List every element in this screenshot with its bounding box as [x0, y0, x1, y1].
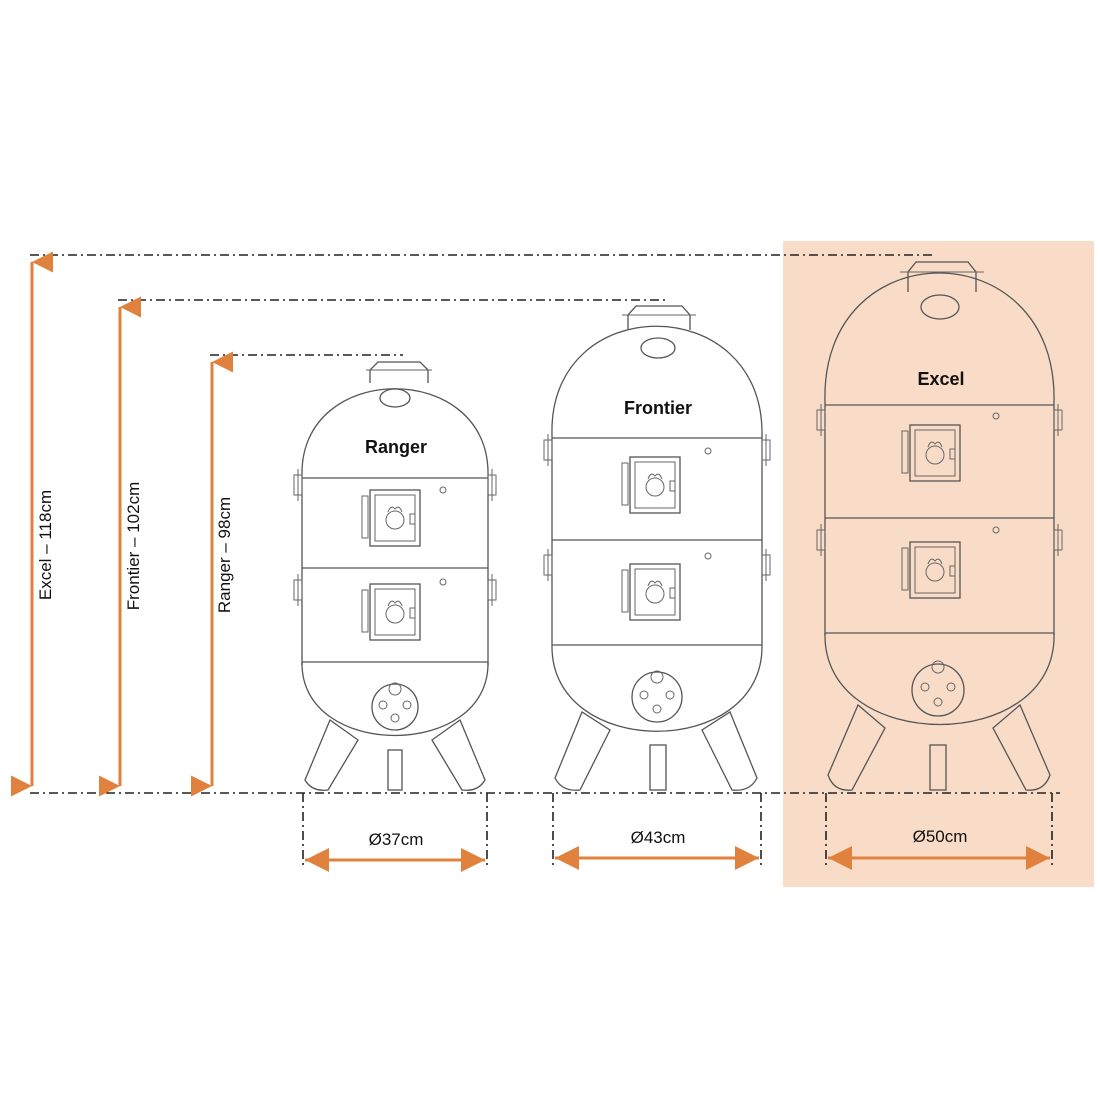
ranger-height-label: Ranger – 98cm: [215, 497, 234, 613]
frontier-diameter-guides: [552, 793, 762, 868]
ranger-diameter-label: Ø37cm: [369, 830, 424, 849]
excel-name-label: Excel: [917, 369, 964, 389]
frontier-name-label: Frontier: [624, 398, 692, 418]
frontier-height-label: Frontier – 102cm: [124, 482, 143, 611]
excel-smoker: [816, 261, 1063, 791]
frontier-smoker: [543, 305, 771, 791]
frontier-diameter-label: Ø43cm: [631, 828, 686, 847]
excel-diameter-label: Ø50cm: [913, 827, 968, 846]
excel-diameter-guides: [825, 793, 1053, 868]
ranger-name-label: Ranger: [365, 437, 427, 457]
ranger-diameter-guides: [302, 793, 488, 868]
ranger-smoker: [293, 361, 497, 791]
excel-height-label: Excel – 118cm: [36, 490, 55, 600]
